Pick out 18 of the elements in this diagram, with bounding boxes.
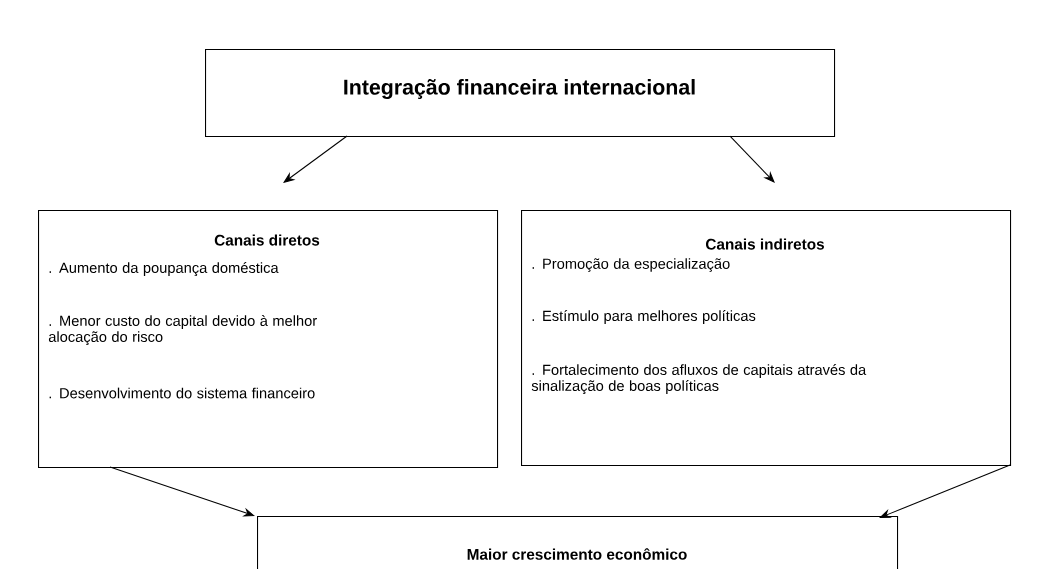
text-box	[257, 516, 899, 569]
text-box	[205, 49, 836, 138]
text-box	[38, 210, 499, 469]
bullet-item: . Fortalecimento dos afluxos de capitais através da sinalização de boas políticas	[531, 364, 867, 394]
arrow	[109, 466, 255, 517]
heading: Canais indiretos	[706, 238, 824, 250]
heading: Maior crescimento econômico	[467, 548, 687, 560]
arrow	[729, 135, 775, 183]
heading: Canais diretos	[214, 234, 320, 246]
bullet-item: . Promoção da especialização	[532, 258, 730, 272]
bullet-item: . Menor custo do capital devido à melhor alocação do risco	[48, 315, 317, 345]
title: Integração financeira internacional	[344, 79, 695, 99]
bullet-item: . Aumento da poupança doméstica	[49, 262, 279, 276]
text-box	[521, 210, 1012, 467]
bullet-item: . Desenvolvimento do sistema financeiro	[49, 387, 315, 399]
arrow	[879, 464, 1011, 518]
arrow	[283, 135, 348, 183]
bullet-item: . Estímulo para melhores políticas	[532, 310, 756, 324]
